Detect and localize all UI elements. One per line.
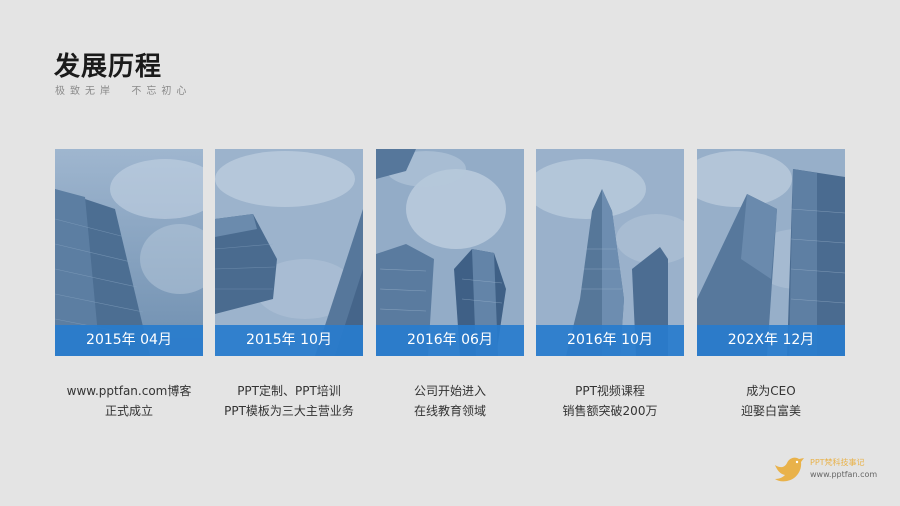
page-subtitle: 极致无岸 不忘初心	[55, 86, 192, 97]
milestone-date-1: 2015年 04月	[55, 325, 203, 356]
milestone-card-5[interactable]: 202X年 12月	[697, 149, 845, 356]
milestone-desc-line: PPT模板为三大主营业务	[224, 404, 354, 418]
milestone-card-2[interactable]: 2015年 10月	[215, 149, 363, 356]
milestone-description-4: PPT视频课程 销售额突破200万	[515, 381, 705, 421]
milestone-date-3: 2016年 06月	[376, 325, 524, 356]
milestone-date-5: 202X年 12月	[697, 325, 845, 356]
logo-url: www.pptfan.com	[810, 470, 878, 479]
milestone-description-5: 成为CEO 迎娶白富美	[676, 381, 866, 421]
milestone-desc-line: 销售额突破200万	[562, 404, 658, 418]
milestone-date-2: 2015年 10月	[215, 325, 363, 356]
building-photo-5	[697, 149, 845, 356]
milestone-desc-line: 公司开始进入	[413, 384, 486, 398]
milestone-desc-line: 在线教育领域	[413, 404, 486, 418]
milestone-description-1: www.pptfan.com博客 正式成立	[34, 381, 224, 421]
milestone-card-4[interactable]: 2016年 10月	[536, 149, 684, 356]
brand-logo[interactable]: PPT梵科技事记 www.pptfan.com	[773, 455, 883, 485]
building-photo-2	[215, 149, 363, 356]
milestone-description-3: 公司开始进入 在线教育领域	[355, 381, 545, 421]
milestone-desc-line: PPT定制、PPT培训	[237, 384, 341, 398]
logo-name: PPT梵科技事记	[810, 458, 865, 467]
milestone-desc-line: www.pptfan.com博客	[66, 384, 192, 398]
milestone-description-2: PPT定制、PPT培训 PPT模板为三大主营业务	[194, 381, 384, 421]
milestone-card-3[interactable]: 2016年 06月	[376, 149, 524, 356]
milestone-card-1[interactable]: 2015年 04月	[55, 149, 203, 356]
milestone-desc-line: 迎娶白富美	[740, 404, 801, 418]
bird-icon	[775, 457, 804, 482]
building-photo-1	[55, 149, 203, 356]
milestone-desc-line: 成为CEO	[746, 384, 796, 398]
milestone-desc-line: PPT视频课程	[575, 384, 645, 398]
milestone-date-4: 2016年 10月	[536, 325, 684, 356]
page-title: 发展历程	[54, 52, 163, 82]
milestone-desc-line: 正式成立	[104, 404, 153, 418]
building-photo-4	[536, 149, 684, 356]
